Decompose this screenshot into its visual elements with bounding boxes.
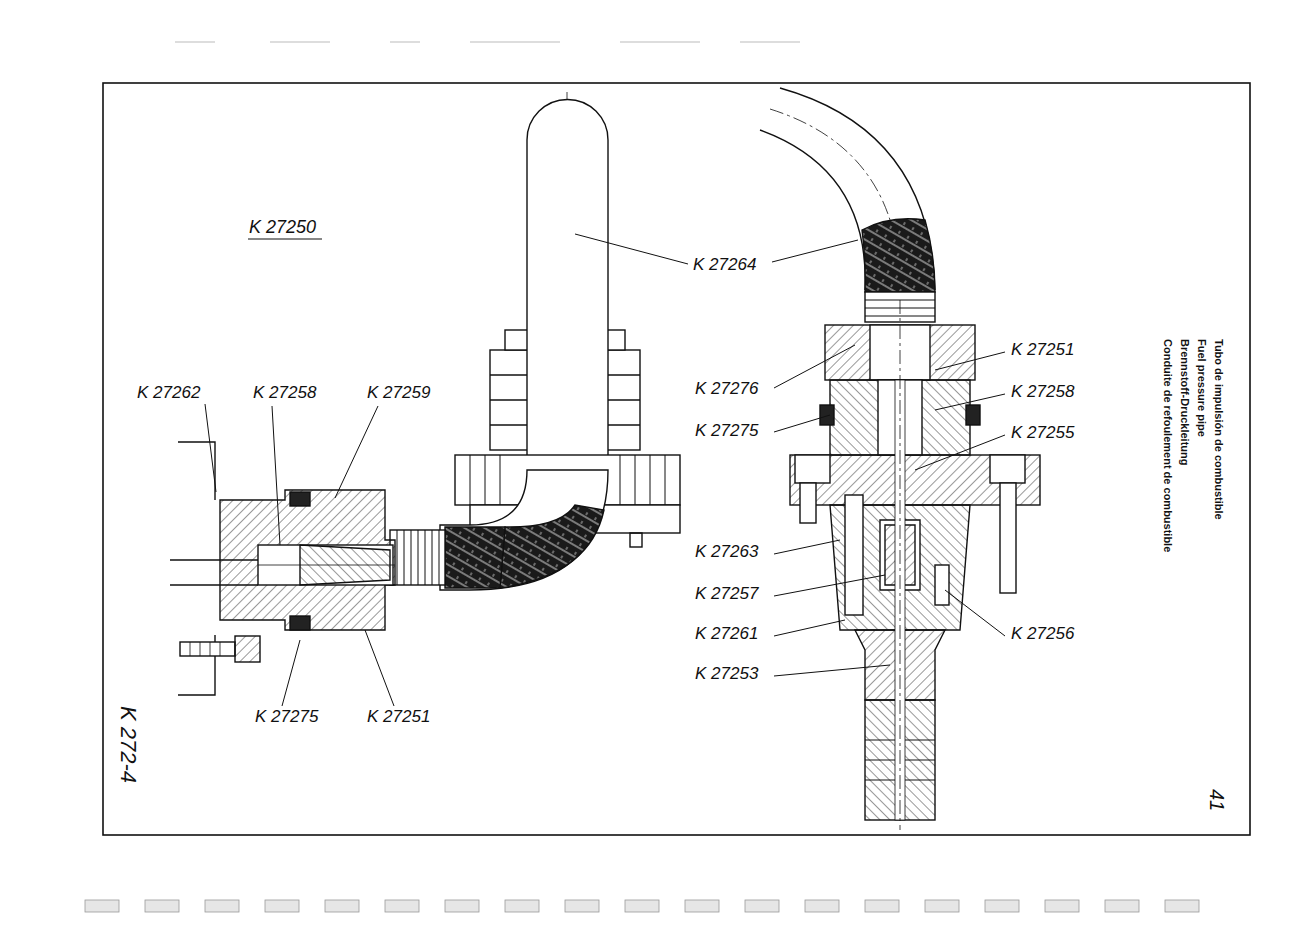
callout-number: K 27261 <box>694 625 759 644</box>
sheet-number: K 272-4 <box>116 705 140 784</box>
callout-number: K 27251 <box>366 708 431 727</box>
callout-number: K 27262 <box>136 384 201 403</box>
scan-strip <box>85 900 1199 912</box>
callout-number: K 27258 <box>1010 383 1075 402</box>
callout-number: K 27253 <box>694 665 759 684</box>
callout-number: K 27275 <box>254 708 319 727</box>
callout-number: K 27275 <box>694 422 759 441</box>
callout-number: K 27259 <box>366 384 431 403</box>
callout-number: K 27257 <box>694 585 759 604</box>
callout-number: K 27263 <box>694 543 759 562</box>
callout-number: K 27255 <box>1010 424 1075 443</box>
sheet-frame <box>103 83 1250 835</box>
leader-lines <box>205 234 1005 706</box>
scan-marks <box>175 42 800 43</box>
left-view <box>170 92 680 695</box>
callout-number: K 27256 <box>1010 625 1075 644</box>
right-view <box>760 88 1040 830</box>
view-title: K 27250 <box>248 218 317 238</box>
caption-text: Conduite de refoulement de combustible <box>1162 338 1174 553</box>
caption-text: Tubo de impulsión de combustible <box>1213 338 1225 521</box>
page-number: 41 <box>1206 788 1228 812</box>
callout-number: K 27258 <box>252 384 317 403</box>
callout-number: K 27251 <box>1010 341 1075 360</box>
caption-text: Brennstoff-Druckleitung <box>1179 338 1191 467</box>
callout-number: K 27276 <box>694 380 759 399</box>
caption-text: Fuel pressure pipe <box>1196 338 1208 438</box>
callout-number: K 27264 <box>692 256 757 275</box>
